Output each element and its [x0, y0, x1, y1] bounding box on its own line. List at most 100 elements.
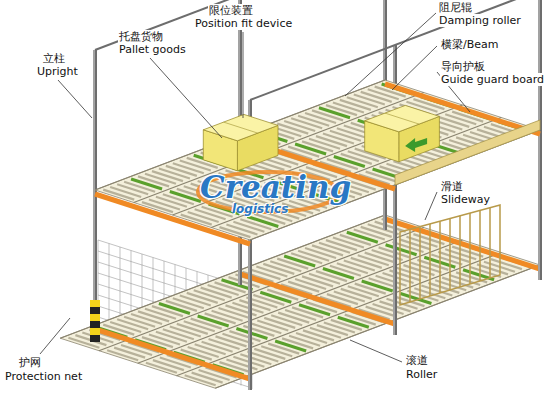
roller: [340, 100, 371, 110]
beam: [95, 329, 250, 379]
upright-guard: [90, 321, 100, 328]
roller: [156, 332, 187, 342]
part-label: 护网: [18, 356, 42, 369]
roller: [138, 311, 169, 321]
roller: [323, 133, 354, 143]
roller: [270, 261, 301, 271]
roller: [233, 222, 264, 232]
roller: [149, 334, 180, 344]
railing-bar: [439, 221, 441, 293]
damping-roller: [275, 341, 306, 351]
roller: [185, 375, 216, 385]
pallet-box-top: [365, 105, 440, 131]
watermark: logistics: [232, 202, 288, 216]
roller: [285, 310, 316, 320]
roller: [341, 289, 372, 299]
roller: [383, 273, 414, 283]
roller: [277, 124, 308, 134]
roller: [117, 184, 148, 194]
roller: [393, 242, 424, 252]
roller: [173, 298, 204, 308]
upright-guard: [90, 335, 100, 342]
leader-lines: [40, 13, 470, 362]
roller: [149, 199, 180, 209]
damping-roller: [334, 157, 365, 167]
roller: [295, 279, 326, 289]
roller: [365, 253, 396, 263]
railing-bar: [429, 224, 431, 296]
railing-bar: [419, 227, 421, 299]
part-label: 导向护板: [440, 60, 486, 73]
roller: [354, 95, 385, 105]
roller: [330, 266, 361, 276]
roller: [373, 304, 404, 314]
roller: [146, 363, 177, 373]
damping-roller: [323, 268, 354, 278]
roller: [195, 344, 226, 354]
upright-highlight: [94, 50, 95, 340]
damping-roller: [260, 292, 291, 302]
upright-guard: [90, 307, 100, 314]
part-label: 滚道: [405, 354, 429, 367]
roller: [110, 322, 141, 332]
part-label: 横梁/Beam: [440, 38, 499, 51]
roller: [232, 303, 263, 313]
roller: [442, 278, 473, 288]
part-label: 立柱: [42, 52, 66, 65]
roller: [263, 264, 294, 274]
roller: [477, 264, 508, 274]
roller: [264, 318, 295, 328]
roller: [177, 324, 208, 334]
roller: [410, 262, 441, 272]
roller: [212, 311, 243, 321]
part-label: Pallet goods: [118, 43, 187, 56]
roller: [188, 212, 219, 222]
roller: [309, 139, 340, 149]
part-label: 托盘货物: [118, 30, 164, 43]
beam: [385, 219, 540, 269]
roller: [348, 286, 379, 296]
roller: [239, 300, 270, 310]
roller: [324, 323, 355, 333]
roller: [257, 321, 288, 331]
roller: [166, 301, 197, 311]
roller: [341, 154, 372, 164]
roller: [163, 329, 194, 339]
slideway-railing: [400, 205, 500, 305]
lane-rail: [215, 265, 540, 388]
part-label: Upright: [36, 65, 79, 78]
part-label: Guide guard board: [440, 73, 545, 86]
roller: [202, 342, 233, 352]
roller: [310, 328, 341, 338]
damping-roller: [222, 280, 253, 290]
roller: [138, 176, 169, 186]
roller: [145, 174, 176, 184]
roller: [75, 335, 106, 345]
roller: [431, 255, 462, 265]
roller: [187, 293, 218, 303]
railing-bar: [479, 210, 481, 281]
railing-bar: [409, 229, 411, 302]
damping-roller: [198, 316, 229, 326]
roller: [438, 117, 469, 127]
damping-roller: [347, 232, 378, 242]
railing-bar: [469, 213, 471, 284]
roller: [114, 348, 145, 358]
roller: [326, 240, 357, 250]
roller: [240, 354, 271, 364]
roller: [284, 121, 315, 131]
roller: [110, 187, 141, 197]
roller: [372, 250, 403, 260]
roller: [399, 239, 430, 249]
beam: [240, 274, 395, 324]
roller: [319, 243, 350, 253]
roller: [219, 308, 250, 318]
part-label: 阻尼辊: [438, 1, 473, 14]
railing-bar: [449, 219, 451, 291]
roller: [166, 166, 197, 176]
box-seam: [224, 122, 258, 133]
roller: [347, 97, 378, 107]
part-label: 限位装置: [208, 4, 254, 17]
damping-roller: [338, 317, 369, 327]
railing-bar: [459, 216, 461, 287]
